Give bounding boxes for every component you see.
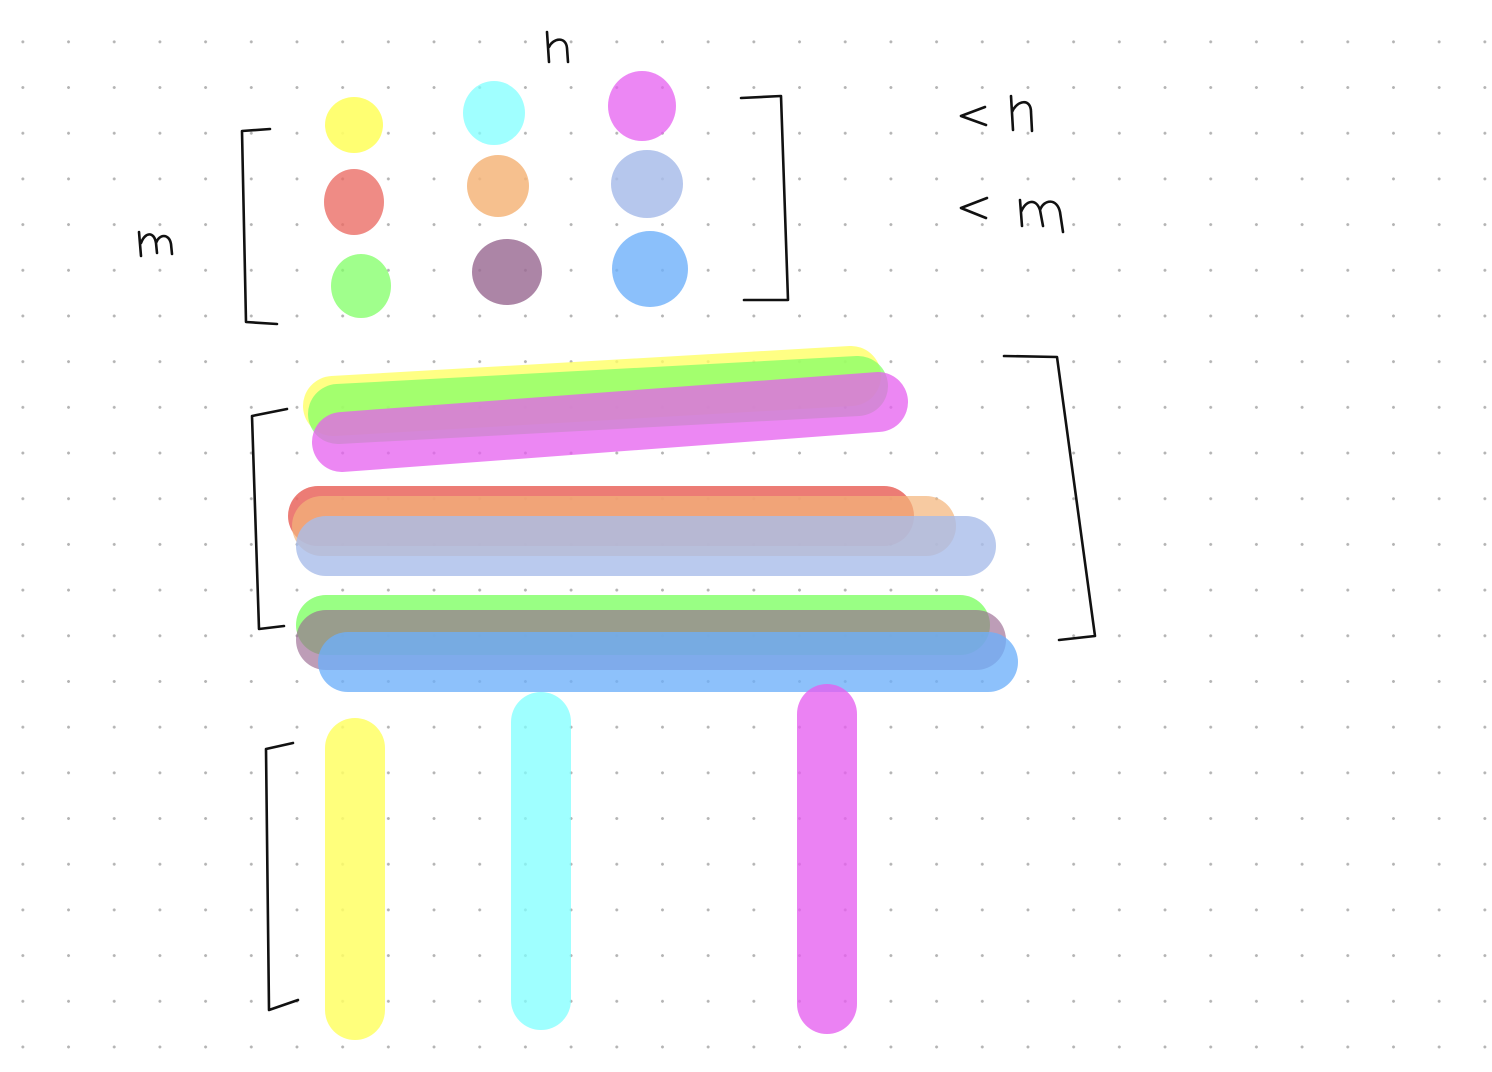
label-m-left bbox=[137, 230, 174, 258]
row-stroke-group-2 bbox=[288, 486, 996, 576]
dot-purple bbox=[472, 239, 542, 305]
label-lt-m bbox=[959, 196, 1065, 234]
bracket-left-top bbox=[240, 127, 279, 326]
bracket-left-bottom bbox=[264, 741, 300, 1012]
dot-blue bbox=[612, 231, 688, 307]
dot-cyan bbox=[463, 81, 525, 145]
row-stroke-magenta bbox=[312, 372, 908, 472]
dot-green bbox=[331, 254, 391, 318]
dot-yellow bbox=[325, 97, 383, 153]
label-lt-n bbox=[959, 94, 1034, 133]
bracket-right-top bbox=[739, 94, 790, 302]
dot-magenta bbox=[608, 71, 676, 141]
row-stroke-group-3 bbox=[296, 595, 1018, 692]
column-strokes bbox=[325, 684, 857, 1040]
dot-orange bbox=[467, 155, 529, 217]
label-n-top bbox=[545, 30, 570, 64]
dot-red bbox=[324, 169, 384, 235]
bracket-left-middle bbox=[250, 407, 289, 631]
row-stroke-group-1 bbox=[303, 346, 908, 472]
dot-periwinkle bbox=[611, 150, 683, 218]
matrix-dots bbox=[324, 71, 688, 318]
bracket-right-middle bbox=[1002, 354, 1097, 642]
